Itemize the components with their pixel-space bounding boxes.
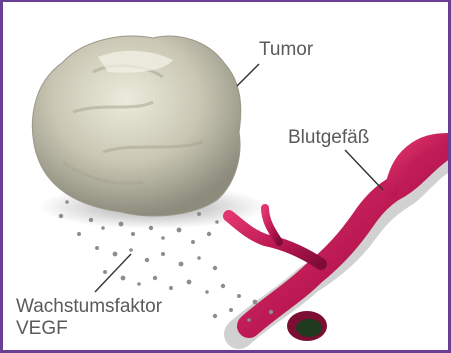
label-growth-factor: Wachstumsfaktor VEGF xyxy=(16,296,162,340)
label-growth-factor-line1: Wachstumsfaktor xyxy=(16,296,162,318)
label-tumor: Tumor xyxy=(259,39,313,61)
leader-line-tumor xyxy=(237,64,259,86)
leader-line-vessel xyxy=(345,150,383,190)
vessel-lumen xyxy=(296,319,322,337)
leader-line-growth-factor xyxy=(95,254,131,292)
label-blood-vessel: Blutgefäß xyxy=(288,127,369,149)
label-growth-factor-line2: VEGF xyxy=(16,318,162,340)
